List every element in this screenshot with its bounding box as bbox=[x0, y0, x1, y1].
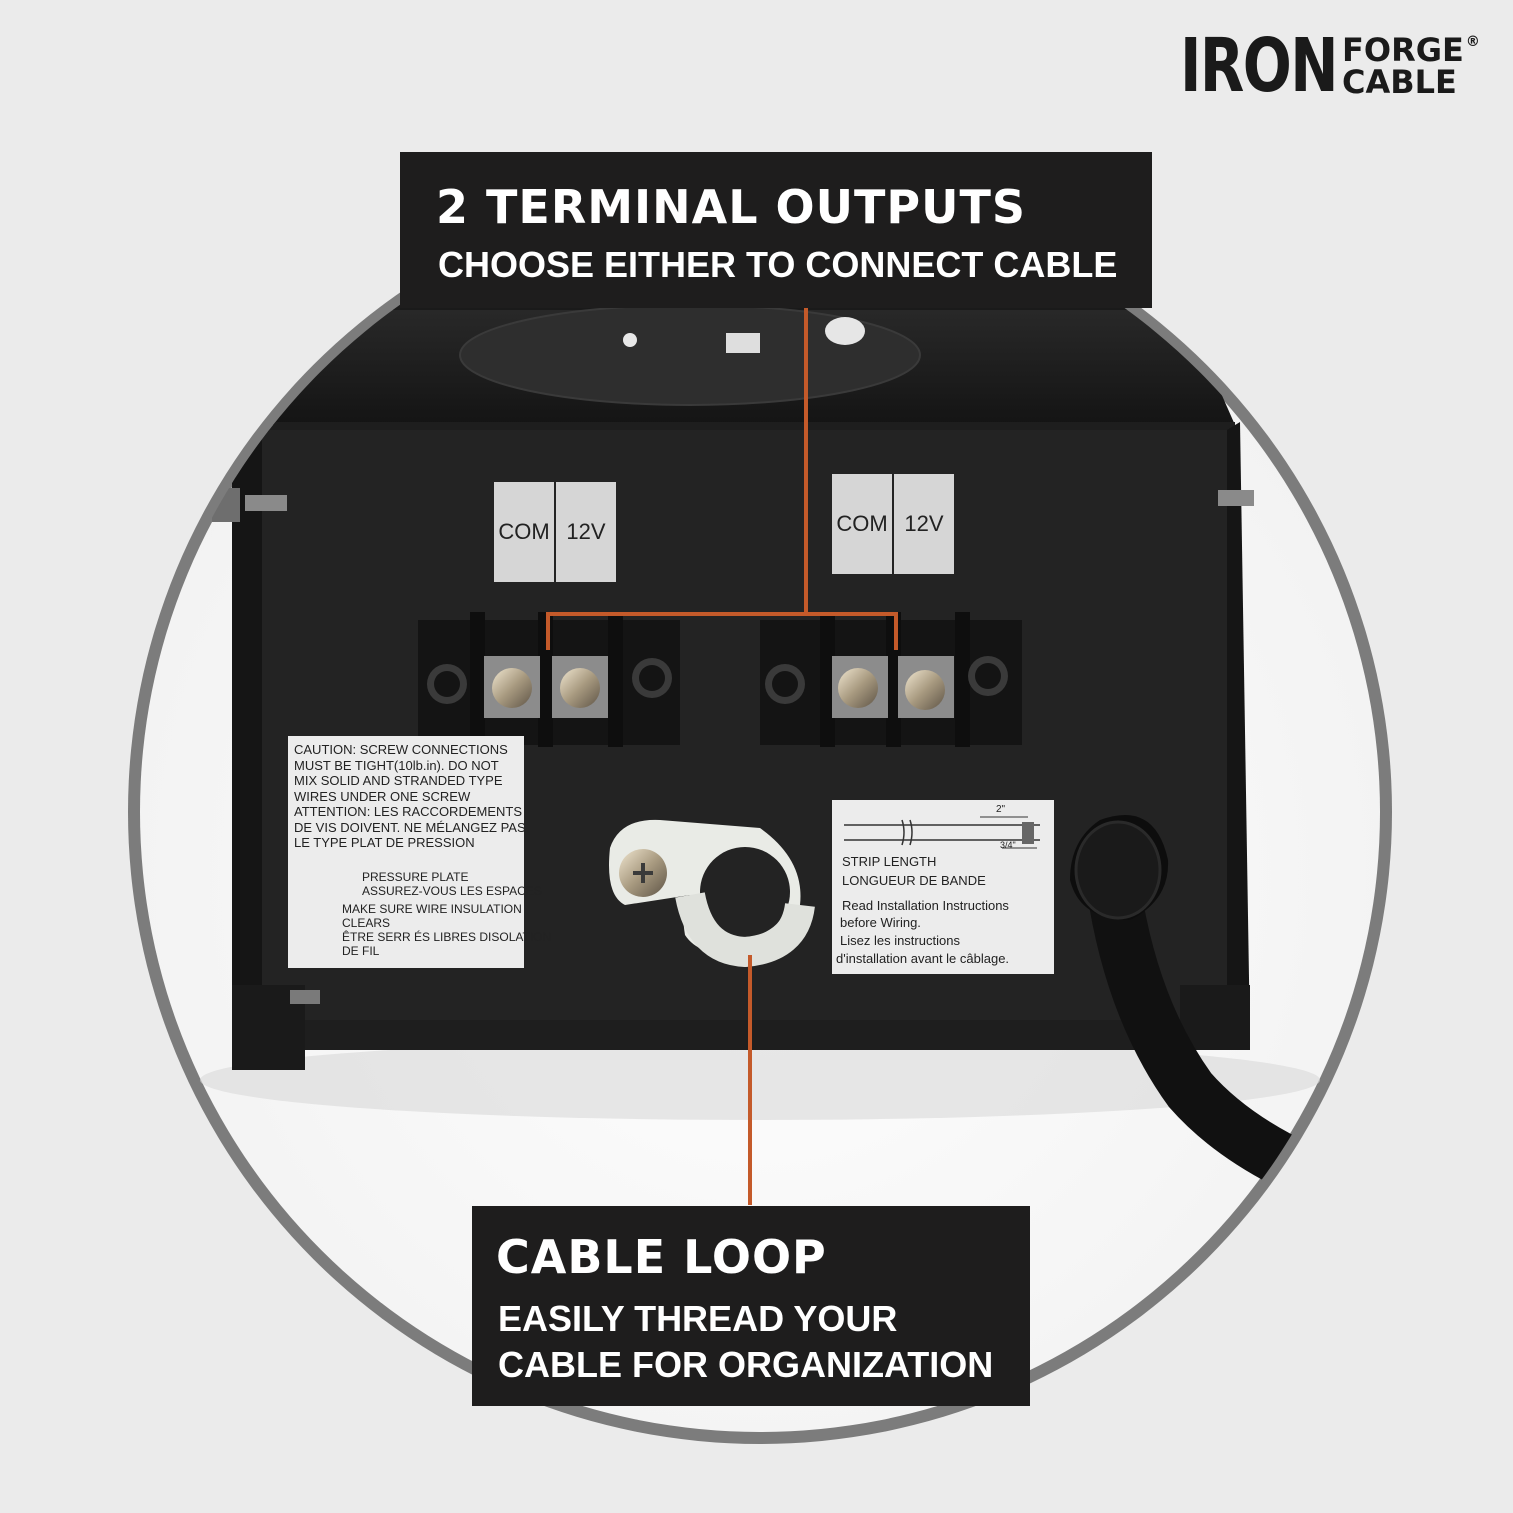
dim-2-inch: 2" bbox=[996, 804, 1006, 815]
caution-line: MIX SOLID AND STRANDED TYPE bbox=[294, 773, 503, 788]
caution-label: CAUTION: SCREW CONNECTIONS MUST BE TIGHT… bbox=[288, 736, 551, 968]
instructions-line: d'installation avant le câblage. bbox=[836, 951, 1010, 966]
indicator-light bbox=[623, 333, 637, 347]
caution-line: ATTENTION: LES RACCORDEMENTS bbox=[294, 804, 523, 819]
brand-word-cable: CABLE bbox=[1342, 63, 1457, 101]
strip-length-text: STRIP LENGTH bbox=[842, 854, 937, 869]
clears-text: CLEARS bbox=[342, 916, 391, 930]
reset-button bbox=[825, 317, 865, 345]
callout-terminal-subtitle: CHOOSE EITHER TO CONNECT CABLE bbox=[438, 244, 1118, 285]
callout-terminal-title: 2 TERMINAL OUTPUTS bbox=[436, 180, 1026, 234]
callout-cable-line1: EASILY THREAD YOUR bbox=[498, 1298, 898, 1339]
caution-line: DE VIS DOIVENT. NE MÉLANGEZ PAS bbox=[294, 819, 526, 835]
assurez-text: ASSUREZ-VOUS LES ESPACES bbox=[362, 884, 542, 898]
terminal-label-left-12v: 12V bbox=[556, 482, 616, 582]
cable-loop-clip bbox=[609, 819, 815, 968]
caution-line: CAUTION: SCREW CONNECTIONS bbox=[294, 742, 508, 757]
terminal-label-right-com: COM bbox=[832, 474, 892, 574]
terminal-block-right bbox=[760, 612, 1022, 747]
dim-34-inch: 3/4" bbox=[1000, 840, 1016, 850]
brand-word-forge: FORGE bbox=[1342, 31, 1464, 69]
caution-line: LE TYPE PLAT DE PRESSION bbox=[294, 835, 475, 850]
instructions-line: before Wiring. bbox=[840, 915, 921, 930]
callout-cable-line2: CABLE FOR ORGANIZATION bbox=[498, 1344, 994, 1385]
callout-cable-loop: CABLE LOOP EASILY THREAD YOUR CABLE FOR … bbox=[472, 1206, 1030, 1406]
longueur-text: LONGUEUR DE BANDE bbox=[842, 873, 986, 888]
etre-text: ÊTRE SERR ÉS LIBRES DISOLATION bbox=[342, 930, 552, 944]
pressure-plate-text: PRESSURE PLATE bbox=[362, 870, 469, 884]
instructions-line: Read Installation Instructions bbox=[842, 898, 1009, 913]
brand-logo: IRON FORGE ® CABLE bbox=[1180, 23, 1480, 109]
caution-line: WIRES UNDER ONE SCREW bbox=[294, 788, 471, 804]
callout-terminal-outputs: 2 TERMINAL OUTPUTS CHOOSE EITHER TO CONN… bbox=[400, 152, 1152, 308]
callout-lines bbox=[546, 306, 898, 1205]
caution-line: MUST BE TIGHT(10lb.in). DO NOT bbox=[294, 757, 499, 773]
terminal-label-left-com: COM bbox=[494, 482, 554, 582]
brand-reg-mark: ® bbox=[1465, 34, 1480, 50]
de-fil-text: DE FIL bbox=[342, 944, 380, 958]
make-sure-text: MAKE SURE WIRE INSULATION bbox=[342, 902, 522, 916]
callout-cable-title: CABLE LOOP bbox=[496, 1230, 827, 1284]
switch bbox=[726, 333, 760, 353]
instructions-line: Lisez les instructions bbox=[840, 933, 960, 948]
terminal-label-right-12v: 12V bbox=[894, 474, 954, 574]
brand-word-iron: IRON bbox=[1180, 23, 1339, 109]
strip-label-graphics bbox=[832, 800, 1054, 974]
